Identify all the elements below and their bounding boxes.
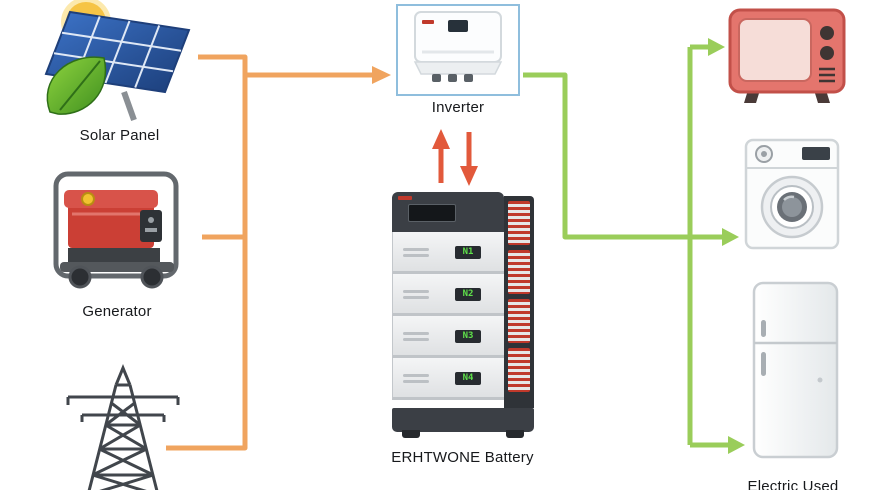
battery-cells xyxy=(508,299,530,343)
power-tower-node xyxy=(58,363,188,490)
battery-up-arrowhead xyxy=(432,129,450,149)
battery-node: N1 N2 N3 N4 xyxy=(392,192,534,438)
battery-module: N4 xyxy=(392,358,504,400)
washing-machine-icon xyxy=(744,138,840,250)
load-trunk-line xyxy=(523,72,722,240)
battery-module-handle xyxy=(403,332,429,335)
battery-module: N3 xyxy=(392,316,504,358)
solar-panel-node xyxy=(42,0,197,125)
tv-icon xyxy=(728,8,846,103)
battery-module-label: N1 xyxy=(455,246,481,259)
solar-panel-icon xyxy=(44,0,191,122)
tv-node xyxy=(726,6,848,104)
generator-label: Generator xyxy=(82,303,152,320)
battery-foot xyxy=(506,430,524,438)
transmission-tower-icon xyxy=(66,364,180,490)
inverter-node xyxy=(396,4,520,96)
battery-module-handle xyxy=(403,374,429,377)
refrigerator-node xyxy=(748,280,843,462)
solar-panel-label: Solar Panel xyxy=(79,127,160,144)
inverter-icon xyxy=(413,11,503,82)
battery-down-arrowhead xyxy=(460,166,478,186)
battery-control-module xyxy=(392,192,504,232)
battery-modules: N1 N2 N3 N4 xyxy=(392,232,504,400)
battery-module: N1 xyxy=(392,232,504,274)
battery-module-label: N4 xyxy=(455,372,481,385)
generator-node xyxy=(42,162,192,297)
battery-logo xyxy=(398,196,412,200)
battery-module: N2 xyxy=(392,274,504,316)
battery-cells xyxy=(508,348,530,392)
to-inverter-arrowhead xyxy=(372,66,391,84)
battery-cell-column xyxy=(504,196,534,408)
load-label: Electric Used xyxy=(747,478,839,490)
washing-machine-node xyxy=(742,136,842,256)
battery-cells xyxy=(508,201,530,245)
battery-module-handle xyxy=(403,248,429,251)
battery-cells xyxy=(508,250,530,294)
battery-foot xyxy=(402,430,420,438)
battery-module-label: N3 xyxy=(455,330,481,343)
fridge-arrowhead xyxy=(728,436,745,454)
inverter-label: Inverter xyxy=(431,99,485,116)
battery-module-handle xyxy=(403,290,429,293)
battery-screen xyxy=(408,204,456,222)
battery-base xyxy=(392,408,534,438)
washer-arrowhead xyxy=(722,228,739,246)
battery-label: ERHTWONE Battery xyxy=(391,449,534,466)
refrigerator-icon xyxy=(752,281,839,459)
battery-module-label: N2 xyxy=(455,288,481,301)
generator-icon xyxy=(53,171,179,289)
tv-arrowhead xyxy=(708,38,725,56)
